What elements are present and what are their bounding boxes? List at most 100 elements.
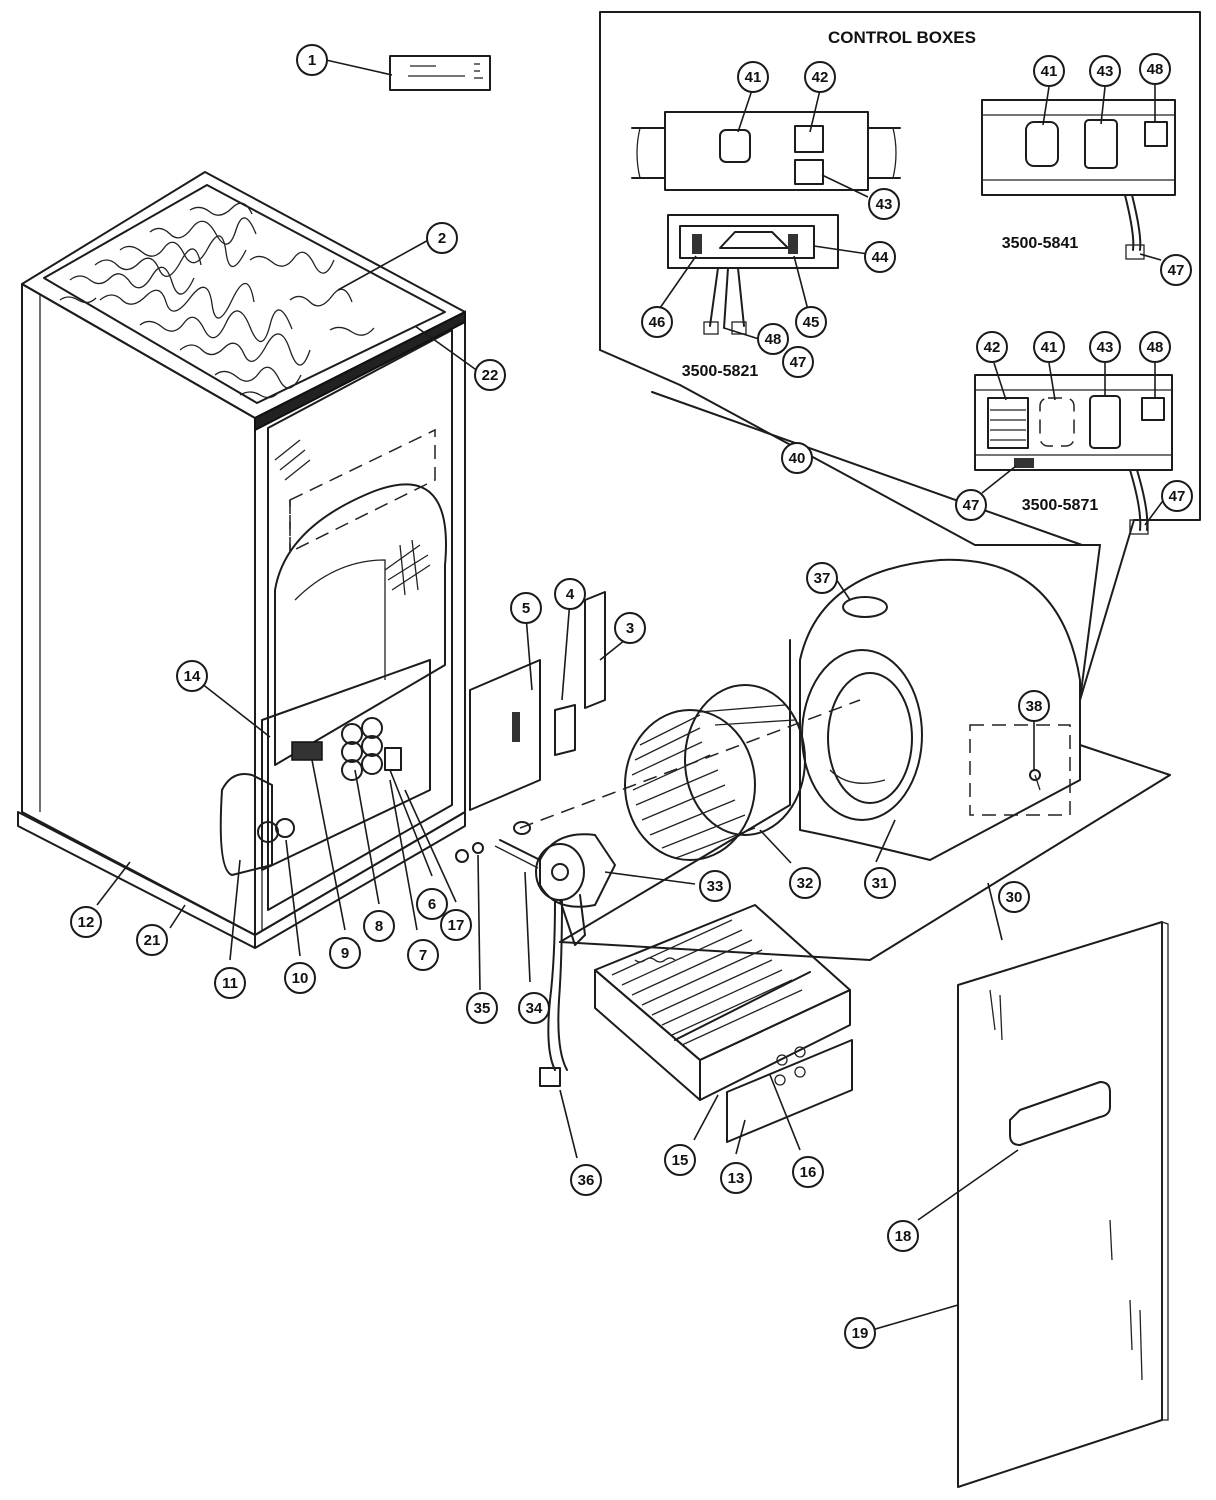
callout-b1_48: 48 xyxy=(757,323,789,355)
callout-circle xyxy=(510,592,542,624)
callout-number: 47 xyxy=(1169,488,1186,505)
callout-bubbles: 1234567891011121314151617181921223031323… xyxy=(70,44,1193,1349)
callout-circle xyxy=(284,962,316,994)
callout-circle xyxy=(614,612,646,644)
callout-c34: 34 xyxy=(518,992,550,1024)
callout-number: 13 xyxy=(728,1170,745,1187)
callout-circle xyxy=(757,323,789,355)
callout-number: 42 xyxy=(812,69,829,86)
callout-circle xyxy=(699,870,731,902)
callout-c12: 12 xyxy=(70,906,102,938)
callout-b1_42: 42 xyxy=(804,61,836,93)
callout-circle xyxy=(1018,690,1050,722)
callout-c32: 32 xyxy=(789,867,821,899)
callout-c33: 33 xyxy=(699,870,731,902)
callout-number: 34 xyxy=(526,1000,543,1017)
control-box-5871 xyxy=(974,374,1173,535)
callout-c35: 35 xyxy=(466,992,498,1024)
callout-number: 46 xyxy=(649,314,666,331)
heater-assembly xyxy=(594,904,853,1143)
callout-b2_48: 48 xyxy=(1139,53,1171,85)
callout-number: 48 xyxy=(1147,61,1164,78)
callout-number: 44 xyxy=(872,249,889,266)
callout-circle xyxy=(70,906,102,938)
rating-label-part xyxy=(389,55,491,91)
callout-b1_45: 45 xyxy=(795,306,827,338)
callout-c4: 4 xyxy=(554,578,586,610)
callout-number: 40 xyxy=(789,450,806,467)
control-box-5821 xyxy=(631,111,901,335)
callout-number: 48 xyxy=(1147,339,1164,356)
callout-circle xyxy=(1089,331,1121,363)
callout-b1_43: 43 xyxy=(868,188,900,220)
blower-deck xyxy=(559,639,1171,961)
callout-b2_41: 41 xyxy=(1033,55,1065,87)
callout-c14: 14 xyxy=(176,660,208,692)
callout-b1_46: 46 xyxy=(641,306,673,338)
callout-number: 31 xyxy=(872,875,889,892)
callout-c16: 16 xyxy=(792,1156,824,1188)
mounting-plates xyxy=(469,591,606,811)
callout-b3_47b: 47 xyxy=(1161,480,1193,512)
callout-number: 36 xyxy=(578,1172,595,1189)
callout-c30: 30 xyxy=(998,881,1030,913)
callout-number: 14 xyxy=(184,668,201,685)
callout-c19: 19 xyxy=(844,1317,876,1349)
front-door-panel xyxy=(957,921,1169,1488)
callout-number: 9 xyxy=(341,945,349,962)
callout-c9: 9 xyxy=(329,937,361,969)
callout-c36: 36 xyxy=(570,1164,602,1196)
callout-number: 43 xyxy=(876,196,893,213)
callout-c38: 38 xyxy=(1018,690,1050,722)
callout-c22: 22 xyxy=(474,359,506,391)
callout-number: 48 xyxy=(765,331,782,348)
callout-number: 22 xyxy=(482,367,499,384)
callout-number: 6 xyxy=(428,896,436,913)
callout-number: 33 xyxy=(707,878,724,895)
callout-circle xyxy=(1033,55,1065,87)
callout-number: 16 xyxy=(800,1164,817,1181)
callout-c13: 13 xyxy=(720,1162,752,1194)
callout-number: 41 xyxy=(1041,339,1058,356)
callout-c7: 7 xyxy=(407,939,439,971)
callout-c10: 10 xyxy=(284,962,316,994)
callout-c21: 21 xyxy=(136,924,168,956)
callout-number: 32 xyxy=(797,875,814,892)
callout-c17: 17 xyxy=(440,909,472,941)
callout-number: 30 xyxy=(1006,889,1023,906)
callout-circle xyxy=(664,1144,696,1176)
callout-number: 17 xyxy=(448,917,465,934)
callout-circle xyxy=(976,331,1008,363)
callout-b3_41: 41 xyxy=(1033,331,1065,363)
callout-circle xyxy=(1139,331,1171,363)
callout-circle xyxy=(466,992,498,1024)
callout-circle xyxy=(1161,480,1193,512)
cabinet xyxy=(17,171,466,949)
callout-b2_47: 47 xyxy=(1160,254,1192,286)
callout-c3: 3 xyxy=(614,612,646,644)
callout-number: 7 xyxy=(419,947,427,964)
callout-number: 35 xyxy=(474,1000,491,1017)
callout-number: 15 xyxy=(672,1152,689,1169)
callout-c6: 6 xyxy=(416,888,448,920)
callout-circle xyxy=(737,61,769,93)
callout-b3_42: 42 xyxy=(976,331,1008,363)
callout-circle xyxy=(554,578,586,610)
callout-c40: 40 xyxy=(781,442,813,474)
callout-b3_48: 48 xyxy=(1139,331,1171,363)
callout-circle xyxy=(864,241,896,273)
callout-circle xyxy=(789,867,821,899)
callout-circle xyxy=(407,939,439,971)
box-5821-label: 3500-5821 xyxy=(682,363,759,380)
callout-number: 45 xyxy=(803,314,820,331)
callout-number: 37 xyxy=(814,570,831,587)
callout-number: 43 xyxy=(1097,63,1114,80)
blower-wheel xyxy=(513,684,861,861)
control-boxes-panel xyxy=(599,11,1201,701)
box-5841-label: 3500-5841 xyxy=(1002,235,1079,252)
callout-b2_43: 43 xyxy=(1089,55,1121,87)
callout-b1_44: 44 xyxy=(864,241,896,273)
callout-circle xyxy=(176,660,208,692)
callout-number: 5 xyxy=(522,600,530,617)
